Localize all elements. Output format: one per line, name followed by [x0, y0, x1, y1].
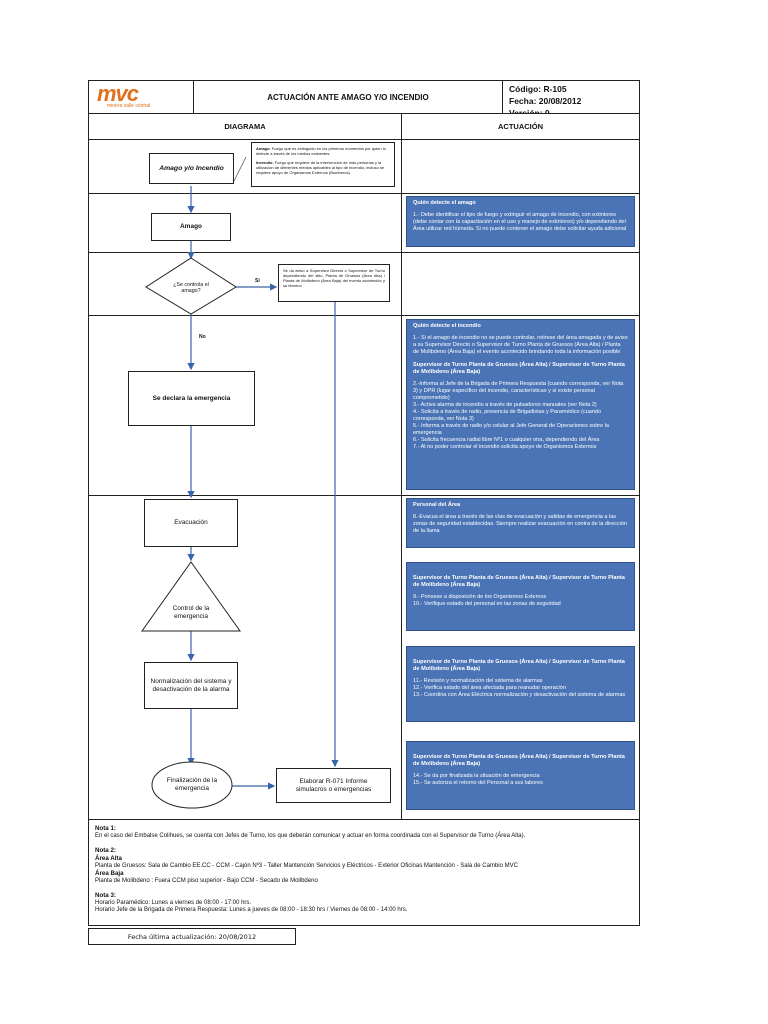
action-2-title: Quién detecte el incendio	[413, 323, 481, 329]
note-2: Nota 2: Área Alta Planta de Gruesos: Sal…	[95, 847, 633, 885]
action-2-item: 7.- Al no poder controlar el incendio so…	[413, 444, 597, 450]
definition-slash	[233, 156, 247, 182]
column-header-diagram: DIAGRAMA	[88, 113, 402, 140]
finalizacion-text: Finalización de la emergencia	[166, 777, 218, 792]
finalizacion-oval	[151, 761, 233, 809]
note-1-title: Nota 1:	[95, 825, 116, 832]
doc-code: Código: R-105	[509, 84, 567, 94]
node-declara-emergencia: Se declara la emergencia	[128, 371, 255, 426]
row-divider	[88, 495, 640, 496]
action-4-item: 10.- Verifique estado del personal en la…	[413, 601, 561, 607]
action-2-text: 1.- Si el amago de incendio no se puede …	[413, 335, 628, 355]
node-decision-label: ¿Se controla el amago?	[163, 278, 219, 298]
note-1: Nota 1: En el caso del Embalse Colihues,…	[95, 825, 633, 840]
action-6-item: 14.- Se da por finalizada la situación d…	[413, 773, 540, 779]
row-divider	[88, 315, 640, 316]
action-supervisor-finalizacion: Supervisor de Turno Planta de Gruesos (Á…	[406, 741, 635, 810]
note-3-line-2: Horario Jefe de la Brigada de Primera Re…	[95, 907, 408, 913]
footer-update-date: Fecha última actualización: 20/08/2012	[88, 928, 296, 945]
action-1-text: 1.- Debe identificar el tipo de fuego y …	[413, 212, 627, 232]
action-2-item: 6.- Solicita frecuencia radial libre Nº1…	[413, 437, 600, 443]
node-amago-label: Amago	[179, 223, 203, 230]
action-2-item: 3.- Activa alarma de incendio a través d…	[413, 402, 597, 408]
logo-text: mvc	[97, 81, 139, 106]
note-1-text: En el caso del Embalse Colihues, se cuen…	[95, 833, 526, 839]
row-divider	[88, 193, 640, 194]
doc-date: Fecha: 20/08/2012	[509, 96, 582, 106]
grid-left-border	[88, 139, 89, 820]
branch-label-no: No	[199, 334, 206, 340]
definition-incendio-label: Incendio	[256, 160, 273, 165]
definition-incendio: Incendio: Fuego que requiere de la inter…	[256, 160, 390, 175]
control-text: Control de la emergencia	[172, 605, 210, 620]
action-supervisor-organismos: Supervisor de Turno Planta de Gruesos (Á…	[406, 562, 635, 631]
note-2-area-alta-text: Planta de Gruesos: Sala de Cambio EE.CC …	[95, 863, 518, 869]
branch-label-si: Si	[255, 278, 260, 284]
node-start-amago-incendio: Amago y/o Incendio	[149, 153, 234, 184]
action-personal-area: Personal del Área 8.-Evacua el área a tr…	[406, 498, 635, 548]
decision-text: ¿Se controla el amago?	[173, 281, 209, 295]
definitions-box: Amago: Fuego que es extinguido en los pr…	[251, 142, 395, 187]
grid-mid-border	[401, 139, 402, 820]
action-2-subtitle: Supervisor de Turno Planta de Gruesos (Á…	[413, 362, 625, 375]
action-quien-detecte-amago: Quién detecte el amago 1.- Debe identifi…	[406, 196, 635, 247]
note-3: Nota 3: Horario Paramédico: Lunes a vier…	[95, 892, 633, 914]
action-2-item: 5.- Informa a través de radio y/o celula…	[413, 423, 609, 436]
action-1-title: Quién detecte el amago	[413, 200, 476, 206]
node-elaborar-informe: Elaborar R-071 Informe simulacros o emer…	[276, 768, 391, 803]
grid-right-border	[639, 139, 640, 820]
note-2-area-alta: Área Alta	[95, 855, 122, 862]
elaborar-label: Elaborar R-071 Informe simulacros o emer…	[295, 777, 372, 793]
definition-amago-text: : Fuego que es extinguido en los primero…	[256, 146, 386, 156]
action-2-item: 2.-Informa al Jefe de la Brigada de Prim…	[413, 381, 624, 401]
action-4-item: 9.- Ponsese a disposición de los Organis…	[413, 594, 547, 600]
note-2-area-baja-text: Planta de Molibdeno : Fuera CCM piso sup…	[95, 878, 318, 884]
column-header-action: ACTUACIÓN	[401, 113, 640, 140]
node-finalizacion-label: Finalización de la emergencia	[166, 772, 218, 798]
action-4-title: Supervisor de Turno Planta de Gruesos (Á…	[413, 575, 625, 588]
note-3-title: Nota 3:	[95, 892, 116, 899]
normalizacion-label: Normalización del sistema y desactivació…	[150, 677, 232, 693]
control-triangle	[141, 561, 241, 632]
action-6-item: 15.- Se autoriza el retorno del Personal…	[413, 780, 543, 786]
evacuacion-label: Evacuación	[174, 519, 208, 526]
header-logo-cell: mvc minera valle central	[88, 80, 194, 114]
action-2-item: 4.- Solicita a través de radio, presenci…	[413, 409, 602, 422]
note-2-area-baja: Área Baja	[95, 870, 124, 877]
decision-diamond	[145, 257, 237, 315]
company-logo: mvc minera valle central	[97, 81, 151, 110]
action-3-text: 8.-Evacua el área a través de las vías d…	[413, 514, 628, 534]
action-5-item: 12.- Verifica estado del área afectada p…	[413, 685, 566, 691]
declara-label: Se declara la emergencia	[152, 394, 231, 402]
row-divider	[88, 252, 640, 253]
node-control-label: Control de la emergencia	[162, 603, 220, 623]
action-3-title: Personal del Área	[413, 502, 461, 508]
action-5-item: 11.- Revisión y normalización del sistem…	[413, 678, 543, 684]
action-supervisor-normalizacion: Supervisor de Turno Planta de Gruesos (Á…	[406, 646, 635, 722]
note-2-title: Nota 2:	[95, 847, 116, 854]
node-evacuacion: Evacuación	[144, 499, 238, 547]
definition-amago: Amago: Fuego que es extinguido en los pr…	[256, 146, 390, 156]
definition-incendio-text: : Fuego que requiere de la intervención …	[256, 160, 385, 175]
action-5-item: 13.- Coordina con Área Eléctrica normali…	[413, 692, 626, 698]
notes-section: Nota 1: En el caso del Embalse Colihues,…	[88, 819, 640, 926]
node-start-label: Amago y/o Incendio	[159, 164, 224, 172]
node-si-aviso: Se da aviso a Supervisor Directo o Super…	[278, 264, 390, 302]
node-normalizacion: Normalización del sistema y desactivació…	[144, 662, 238, 709]
logo-subtitle: minera valle central	[107, 103, 151, 109]
footer-update-text: Fecha última actualización: 20/08/2012	[127, 932, 257, 941]
action-5-title: Supervisor de Turno Planta de Gruesos (Á…	[413, 659, 625, 672]
node-amago: Amago	[151, 213, 231, 241]
si-aviso-text: Se da aviso a Supervisor Directo o Super…	[283, 268, 385, 288]
action-quien-detecte-incendio: Quién detecte el incendio 1.- Si el amag…	[406, 319, 635, 490]
note-3-line-1: Horario Paramédico: Lunes a viernes de 0…	[95, 900, 252, 906]
definition-amago-label: Amago	[256, 146, 270, 151]
action-6-title: Supervisor de Turno Planta de Gruesos (Á…	[413, 754, 625, 767]
